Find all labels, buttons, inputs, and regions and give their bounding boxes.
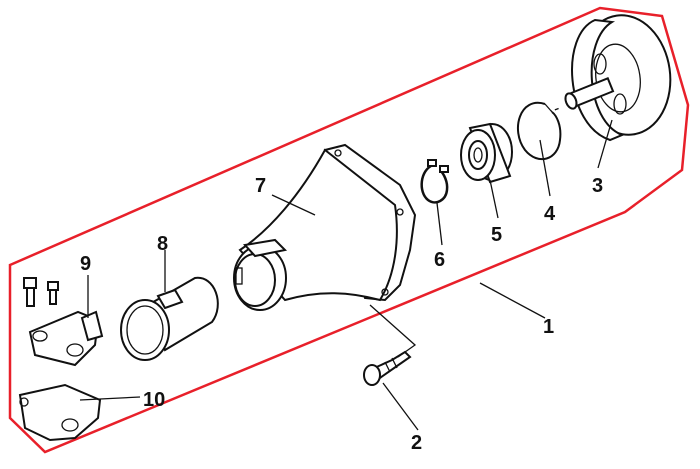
leader-5	[489, 179, 499, 219]
leader-2	[369, 304, 419, 431]
callout-4: 4	[544, 203, 556, 225]
leader-4	[539, 139, 551, 197]
callout-2: 2	[411, 432, 422, 454]
callout-1: 1	[543, 316, 554, 338]
callout-5: 5	[491, 224, 502, 246]
leader-10	[79, 396, 141, 401]
tube-sleeve	[120, 276, 219, 361]
callout-8: 8	[157, 233, 168, 255]
callout-10: 10	[143, 389, 165, 411]
leader-1	[479, 282, 546, 319]
callout-7: 7	[255, 175, 266, 197]
snap-ring	[516, 101, 562, 161]
callout-3: 3	[592, 175, 603, 197]
handle-clamp	[23, 277, 104, 367]
leader-6	[436, 202, 443, 246]
grease-fitting-bolt	[363, 350, 412, 386]
assembly-boundary-outline	[8, 6, 690, 454]
circlip	[420, 159, 449, 204]
clutch-housing	[233, 143, 417, 311]
clamp-cover	[18, 383, 102, 442]
leader-3	[597, 119, 613, 169]
callout-6: 6	[434, 249, 445, 271]
ball-bearing	[460, 122, 513, 184]
leader-7	[271, 194, 316, 216]
clutch-drum	[521, 14, 672, 142]
callout-9: 9	[80, 253, 91, 275]
